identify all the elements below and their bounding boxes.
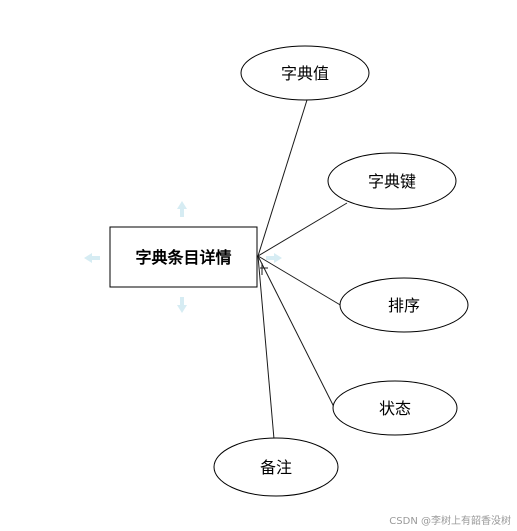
attribute-dict-value[interactable]: 字典值 xyxy=(240,45,370,101)
arrow-left-icon xyxy=(84,253,100,263)
edge-status xyxy=(257,255,337,412)
attribute-label: 字典键 xyxy=(368,172,416,191)
entity-label: 字典条目详情 xyxy=(135,248,231,267)
entity-dict-item-detail[interactable]: 字典条目详情 xyxy=(109,226,258,288)
arrow-right-icon xyxy=(266,253,282,263)
attribute-label: 备注 xyxy=(260,458,292,477)
relationship-edges xyxy=(257,99,348,440)
connection-hint-arrows xyxy=(84,201,282,313)
attribute-label: 状态 xyxy=(379,399,411,418)
arrow-down-icon xyxy=(177,297,187,313)
attribute-dict-key[interactable]: 字典键 xyxy=(327,152,457,210)
edge-sort xyxy=(257,255,343,307)
arrow-up-icon xyxy=(177,201,187,217)
attribute-label: 字典值 xyxy=(281,64,329,83)
watermark: CSDN @李树上有韶香没树 xyxy=(389,516,511,527)
edge-dict-key xyxy=(257,202,348,257)
attribute-remark[interactable]: 备注 xyxy=(213,437,339,497)
edge-dict-value xyxy=(257,99,308,257)
edge-remark xyxy=(257,255,275,440)
attribute-status[interactable]: 状态 xyxy=(332,380,458,436)
attribute-sort[interactable]: 排序 xyxy=(339,277,469,333)
attribute-label: 排序 xyxy=(388,296,420,315)
